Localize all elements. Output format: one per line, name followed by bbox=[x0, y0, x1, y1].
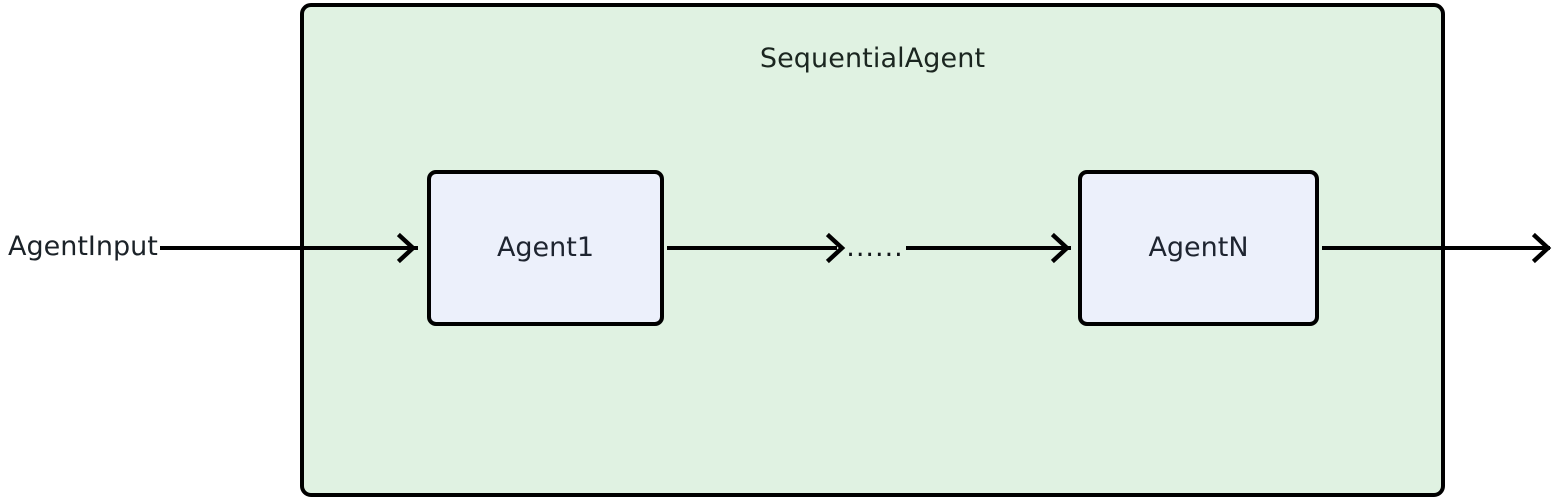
arrowhead-into-agentn-icon bbox=[1050, 232, 1071, 264]
ellipsis-label: ...... bbox=[846, 232, 904, 263]
edge-ellipsis-to-agentn bbox=[906, 246, 1071, 250]
node-agentn[interactable]: AgentN bbox=[1078, 170, 1319, 326]
node-agentn-label: AgentN bbox=[1148, 232, 1249, 263]
node-agent1-label: Agent1 bbox=[496, 232, 595, 263]
edge-agentn-to-output bbox=[1322, 246, 1550, 250]
node-agent1[interactable]: Agent1 bbox=[427, 170, 664, 326]
agent-input-label: AgentInput bbox=[8, 231, 158, 262]
arrowhead-output-icon bbox=[1531, 232, 1552, 264]
edge-agent1-to-ellipsis bbox=[667, 246, 837, 250]
arrowhead-into-ellipsis-icon bbox=[825, 232, 846, 264]
sequential-agent-title: SequentialAgent bbox=[759, 43, 986, 74]
arrowhead-into-agent1-icon bbox=[396, 232, 417, 264]
edge-input-to-agent1 bbox=[160, 246, 418, 250]
